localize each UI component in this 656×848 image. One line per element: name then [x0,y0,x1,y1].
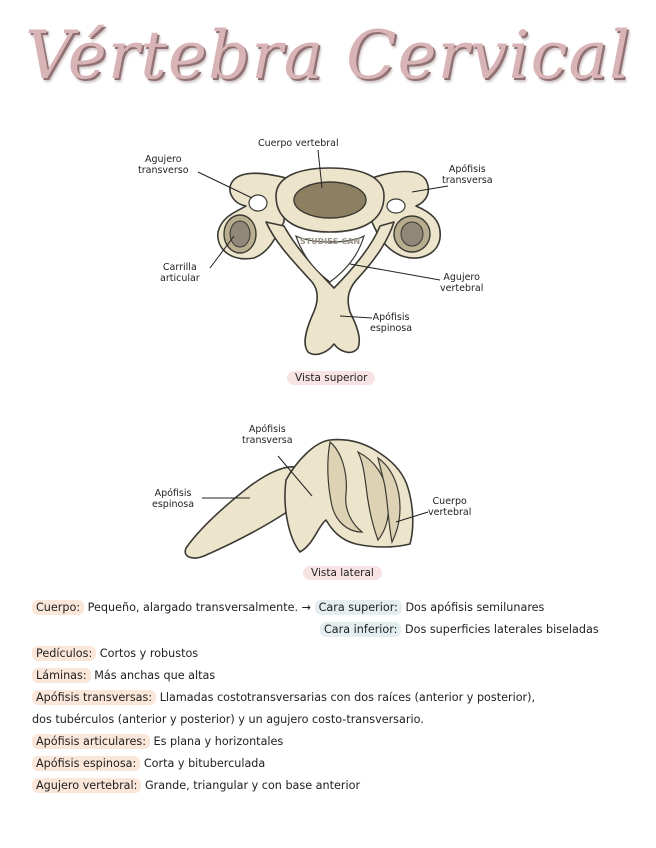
note-term-apofisis-articulares: Apófisis articulares: [32,734,150,749]
note-term-apofisis-espinosa: Apófisis espinosa: [32,756,141,771]
label-carilla-articular: Carrilla articular [160,262,200,284]
leader-agujero-transverso [197,171,253,199]
note-term-cara-inferior: Cara inferior: [320,622,402,637]
right-foramen-transversarium [386,198,406,214]
label-cuerpo-vertebral: Cuerpo vertebral [258,138,339,149]
note-laminas: Láminas: Más anchas que altas [32,668,216,683]
leader-lat-cuerpo [395,511,429,523]
caption-vista-lateral: Vista lateral [303,566,382,580]
note-term-agujero-vertebral: Agujero vertebral: [32,778,142,793]
lateral-articular-process [327,440,364,533]
label-lat-apofisis-transversa: Apófisis transversa [242,424,293,446]
superior-view-illustration: STUDIES CAN [184,149,449,559]
label-carilla-articular-text: Carrilla articular [160,262,200,284]
label-lat-apofisis-espinosa: Apófisis espinosa [152,488,194,510]
note-text-apofisis-espinosa: Corta y bituberculada [143,757,266,770]
label-agujero-transverso: Agujero transverso [138,154,189,176]
label-lat-cuerpo-vertebral-text: Cuerpo vertebral [428,496,472,518]
label-agujero-vertebral: Agujero vertebral [440,272,483,294]
note-text-cara-superior: Dos apófisis semilunares [405,601,545,614]
label-apofisis-espinosa: Apófisis espinosa [370,312,412,334]
note-text-cara-inferior: Dos superficies laterales biseladas [405,623,599,636]
left-foramen-transversarium [248,194,268,212]
note-cuerpo: Cuerpo: Pequeño, alargado transversalmen… [32,600,545,615]
label-agujero-transverso-text: Agujero transverso [138,154,189,176]
label-lat-apofisis-espinosa-text: Apófisis espinosa [152,488,195,510]
body-articular-surface [293,181,367,219]
note-term-cuerpo: Cuerpo: [32,600,85,615]
note-text-pediculos: Cortos y robustos [99,647,199,660]
label-apofisis-espinosa-text: Apófisis espinosa [370,312,413,334]
vertebral-foramen [294,234,366,283]
page-title: Vértebra Cervical [25,17,631,94]
note-apofisis-articulares: Apófisis articulares: Es plana y horizon… [32,734,284,749]
caption-vista-superior: Vista superior [287,371,376,385]
note-term-apofisis-transversas: Apófisis transversas: [32,690,157,705]
leader-apofisis-transversa [411,185,449,193]
leader-cuerpo [317,149,323,189]
note-apofisis-transversas: Apófisis transversas: Llamadas costotran… [32,690,536,705]
note-text-agujero-vertebral: Grande, triangular y con base anterior [144,779,361,792]
note-term-laminas: Láminas: [32,668,91,683]
leader-carilla [209,235,235,269]
note-text-laminas: Más anchas que altas [94,669,216,682]
note-term-cara-superior: Cara superior: [314,600,402,615]
note-text-apofisis-transversas: Llamadas costotransversarias con dos raí… [159,691,536,704]
label-lat-apofisis-transversa-text: Apófisis transversa [242,424,293,446]
note-apofisis-espinosa: Apófisis espinosa: Corta y bituberculada [32,756,266,771]
label-lat-cuerpo-vertebral: Cuerpo vertebral [428,496,471,518]
note-cara-inferior: Cara inferior: Dos superficies laterales… [320,622,599,637]
right-facet-inner [400,221,424,247]
label-apofisis-transversa-text: Apófisis transversa [442,164,493,186]
watermark-text: STUDIES CAN [300,237,360,246]
note-term-pediculos: Pedículos: [32,646,97,661]
vertebral-arch [265,221,395,356]
note-apofisis-transversas-cont: dos tubérculos (anterior y posterior) y … [32,713,424,726]
note-pediculos: Pedículos: Cortos y robustos [32,646,199,661]
label-apofisis-transversa: Apófisis transversa [442,164,493,186]
note-text-apofisis-articulares: Es plana y horizontales [153,735,284,748]
lateral-body-ridge [377,456,401,544]
left-facet-inner [229,220,251,248]
leader-lat-transversa [277,455,313,497]
leader-espinosa [339,315,373,319]
label-agujero-vertebral-text: Agujero vertebral [440,272,484,294]
leader-agujero-vertebral [349,263,441,281]
note-text-cuerpo: Pequeño, alargado transversalmente. → [87,601,311,614]
note-agujero-vertebral: Agujero vertebral: Grande, triangular y … [32,778,361,793]
